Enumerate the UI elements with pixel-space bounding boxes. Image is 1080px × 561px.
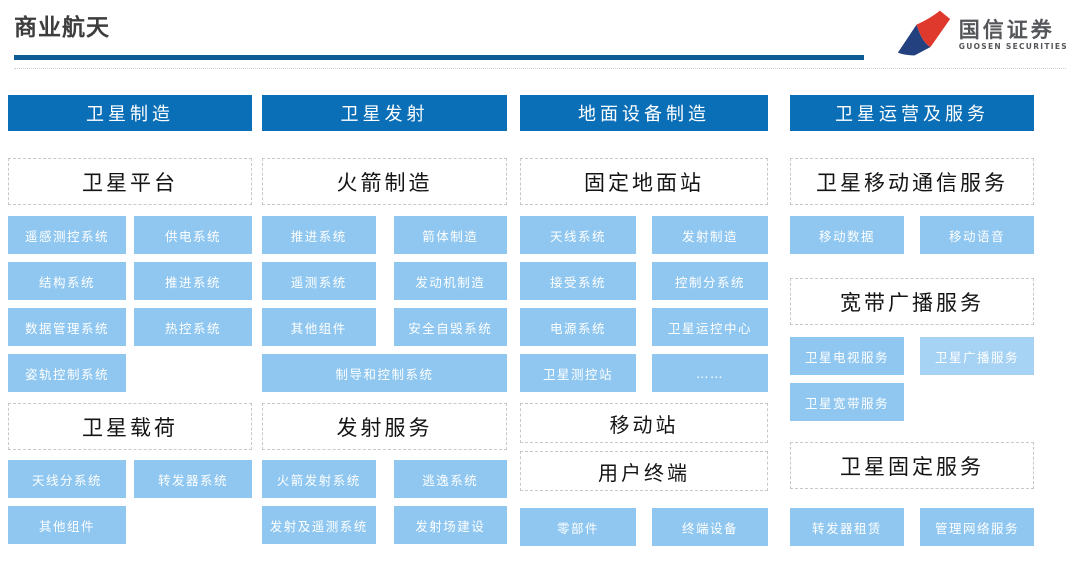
column-header-satellite-manufacturing: 卫星制造 bbox=[8, 95, 252, 131]
item-box: 卫星运控中心 bbox=[652, 308, 768, 346]
item-box: 终端设备 bbox=[652, 508, 768, 546]
section-header-satellite-platform: 卫星平台 bbox=[8, 158, 252, 205]
item-box: 遥测系统 bbox=[262, 262, 376, 300]
column-satellite-operations: 卫星运营及服务 卫星移动通信服务 移动数据 移动语音 宽带广播服务 卫星电视服务… bbox=[790, 95, 1034, 546]
page-title: 商业航天 bbox=[14, 15, 110, 41]
mobile-comm-services-items: 移动数据 移动语音 bbox=[790, 216, 1034, 254]
column-header-satellite-operations: 卫星运营及服务 bbox=[790, 95, 1034, 131]
item-box: 推进系统 bbox=[262, 216, 376, 254]
item-box: 逃逸系统 bbox=[393, 460, 507, 498]
item-box: 制导和控制系统 bbox=[262, 354, 507, 392]
item-box: 其他组件 bbox=[8, 506, 126, 544]
item-box: 热控系统 bbox=[134, 308, 252, 346]
section-header-mobile-comm-services: 卫星移动通信服务 bbox=[790, 158, 1034, 205]
section-header-user-terminal: 用户终端 bbox=[520, 451, 768, 491]
item-box: 姿轨控制系统 bbox=[8, 354, 126, 392]
section-header-launch-services: 发射服务 bbox=[262, 403, 507, 450]
logo: 国信证券 GUOSEN SECURITIES bbox=[896, 10, 1068, 60]
item-box: 其他组件 bbox=[262, 308, 376, 346]
item-box: 发动机制造 bbox=[393, 262, 507, 300]
item-box: 发射及遥测系统 bbox=[262, 506, 376, 544]
guosen-logo-icon bbox=[896, 10, 952, 60]
section-header-satellite-payload: 卫星载荷 bbox=[8, 403, 252, 450]
item-box: 箭体制造 bbox=[393, 216, 507, 254]
item-box: 控制分系统 bbox=[652, 262, 768, 300]
broadband-broadcast-items: 卫星电视服务 卫星广播服务 卫星宽带服务 bbox=[790, 337, 1034, 421]
satellite-payload-items: 天线分系统 转发器系统 其他组件 bbox=[8, 460, 252, 544]
fixed-satellite-services-items: 转发器租赁 管理网络服务 bbox=[790, 508, 1034, 546]
item-box: 卫星宽带服务 bbox=[790, 383, 904, 421]
column-ground-equipment: 地面设备制造 固定地面站 天线系统 发射制造 接受系统 控制分系统 电源系统 卫… bbox=[520, 95, 768, 546]
item-box: 供电系统 bbox=[134, 216, 252, 254]
logo-subtitle: GUOSEN SECURITIES bbox=[958, 42, 1068, 52]
item-box: 管理网络服务 bbox=[920, 508, 1034, 546]
dotted-divider-line bbox=[14, 68, 1066, 69]
item-box: 零部件 bbox=[520, 508, 636, 546]
item-box: 卫星电视服务 bbox=[790, 337, 904, 375]
item-box: 电源系统 bbox=[520, 308, 636, 346]
item-box: 发射场建设 bbox=[393, 506, 507, 544]
column-header-ground-equipment: 地面设备制造 bbox=[520, 95, 768, 131]
item-box: 遥感测控系统 bbox=[8, 216, 126, 254]
item-box: 安全自毁系统 bbox=[393, 308, 507, 346]
item-box: 火箭发射系统 bbox=[262, 460, 376, 498]
column-header-satellite-launch: 卫星发射 bbox=[262, 95, 507, 131]
fixed-ground-station-items: 天线系统 发射制造 接受系统 控制分系统 电源系统 卫星运控中心 卫星测控站 …… bbox=[520, 216, 768, 392]
item-box: 发射制造 bbox=[652, 216, 768, 254]
column-satellite-manufacturing: 卫星制造 卫星平台 遥感测控系统 供电系统 结构系统 推进系统 数据管理系统 热… bbox=[8, 95, 252, 544]
title-divider-line bbox=[14, 55, 864, 60]
item-box: 移动数据 bbox=[790, 216, 904, 254]
item-box: 转发器系统 bbox=[134, 460, 252, 498]
item-box: …… bbox=[652, 354, 768, 392]
user-terminal-items: 零部件 终端设备 bbox=[520, 508, 768, 546]
launch-services-items: 火箭发射系统 逃逸系统 发射及遥测系统 发射场建设 bbox=[262, 460, 507, 544]
section-header-mobile-station: 移动站 bbox=[520, 403, 768, 443]
item-box: 移动语音 bbox=[920, 216, 1034, 254]
section-header-fixed-satellite-services: 卫星固定服务 bbox=[790, 442, 1034, 489]
item-box: 转发器租赁 bbox=[790, 508, 904, 546]
item-box: 卫星测控站 bbox=[520, 354, 636, 392]
item-box: 天线系统 bbox=[520, 216, 636, 254]
logo-name: 国信证券 bbox=[958, 18, 1055, 43]
satellite-platform-items: 遥感测控系统 供电系统 结构系统 推进系统 数据管理系统 热控系统 姿轨控制系统 bbox=[8, 216, 252, 392]
item-box: 推进系统 bbox=[134, 262, 252, 300]
item-box: 卫星广播服务 bbox=[920, 337, 1034, 375]
rocket-manufacturing-items: 推进系统 箭体制造 遥测系统 发动机制造 其他组件 安全自毁系统 制导和控制系统 bbox=[262, 216, 507, 392]
section-header-broadband-broadcast: 宽带广播服务 bbox=[790, 278, 1034, 325]
section-header-rocket-manufacturing: 火箭制造 bbox=[262, 158, 507, 205]
column-satellite-launch: 卫星发射 火箭制造 推进系统 箭体制造 遥测系统 发动机制造 其他组件 安全自毁… bbox=[262, 95, 507, 544]
item-box: 数据管理系统 bbox=[8, 308, 126, 346]
item-box: 天线分系统 bbox=[8, 460, 126, 498]
item-box: 结构系统 bbox=[8, 262, 126, 300]
item-box: 接受系统 bbox=[520, 262, 636, 300]
section-header-fixed-ground-station: 固定地面站 bbox=[520, 158, 768, 205]
